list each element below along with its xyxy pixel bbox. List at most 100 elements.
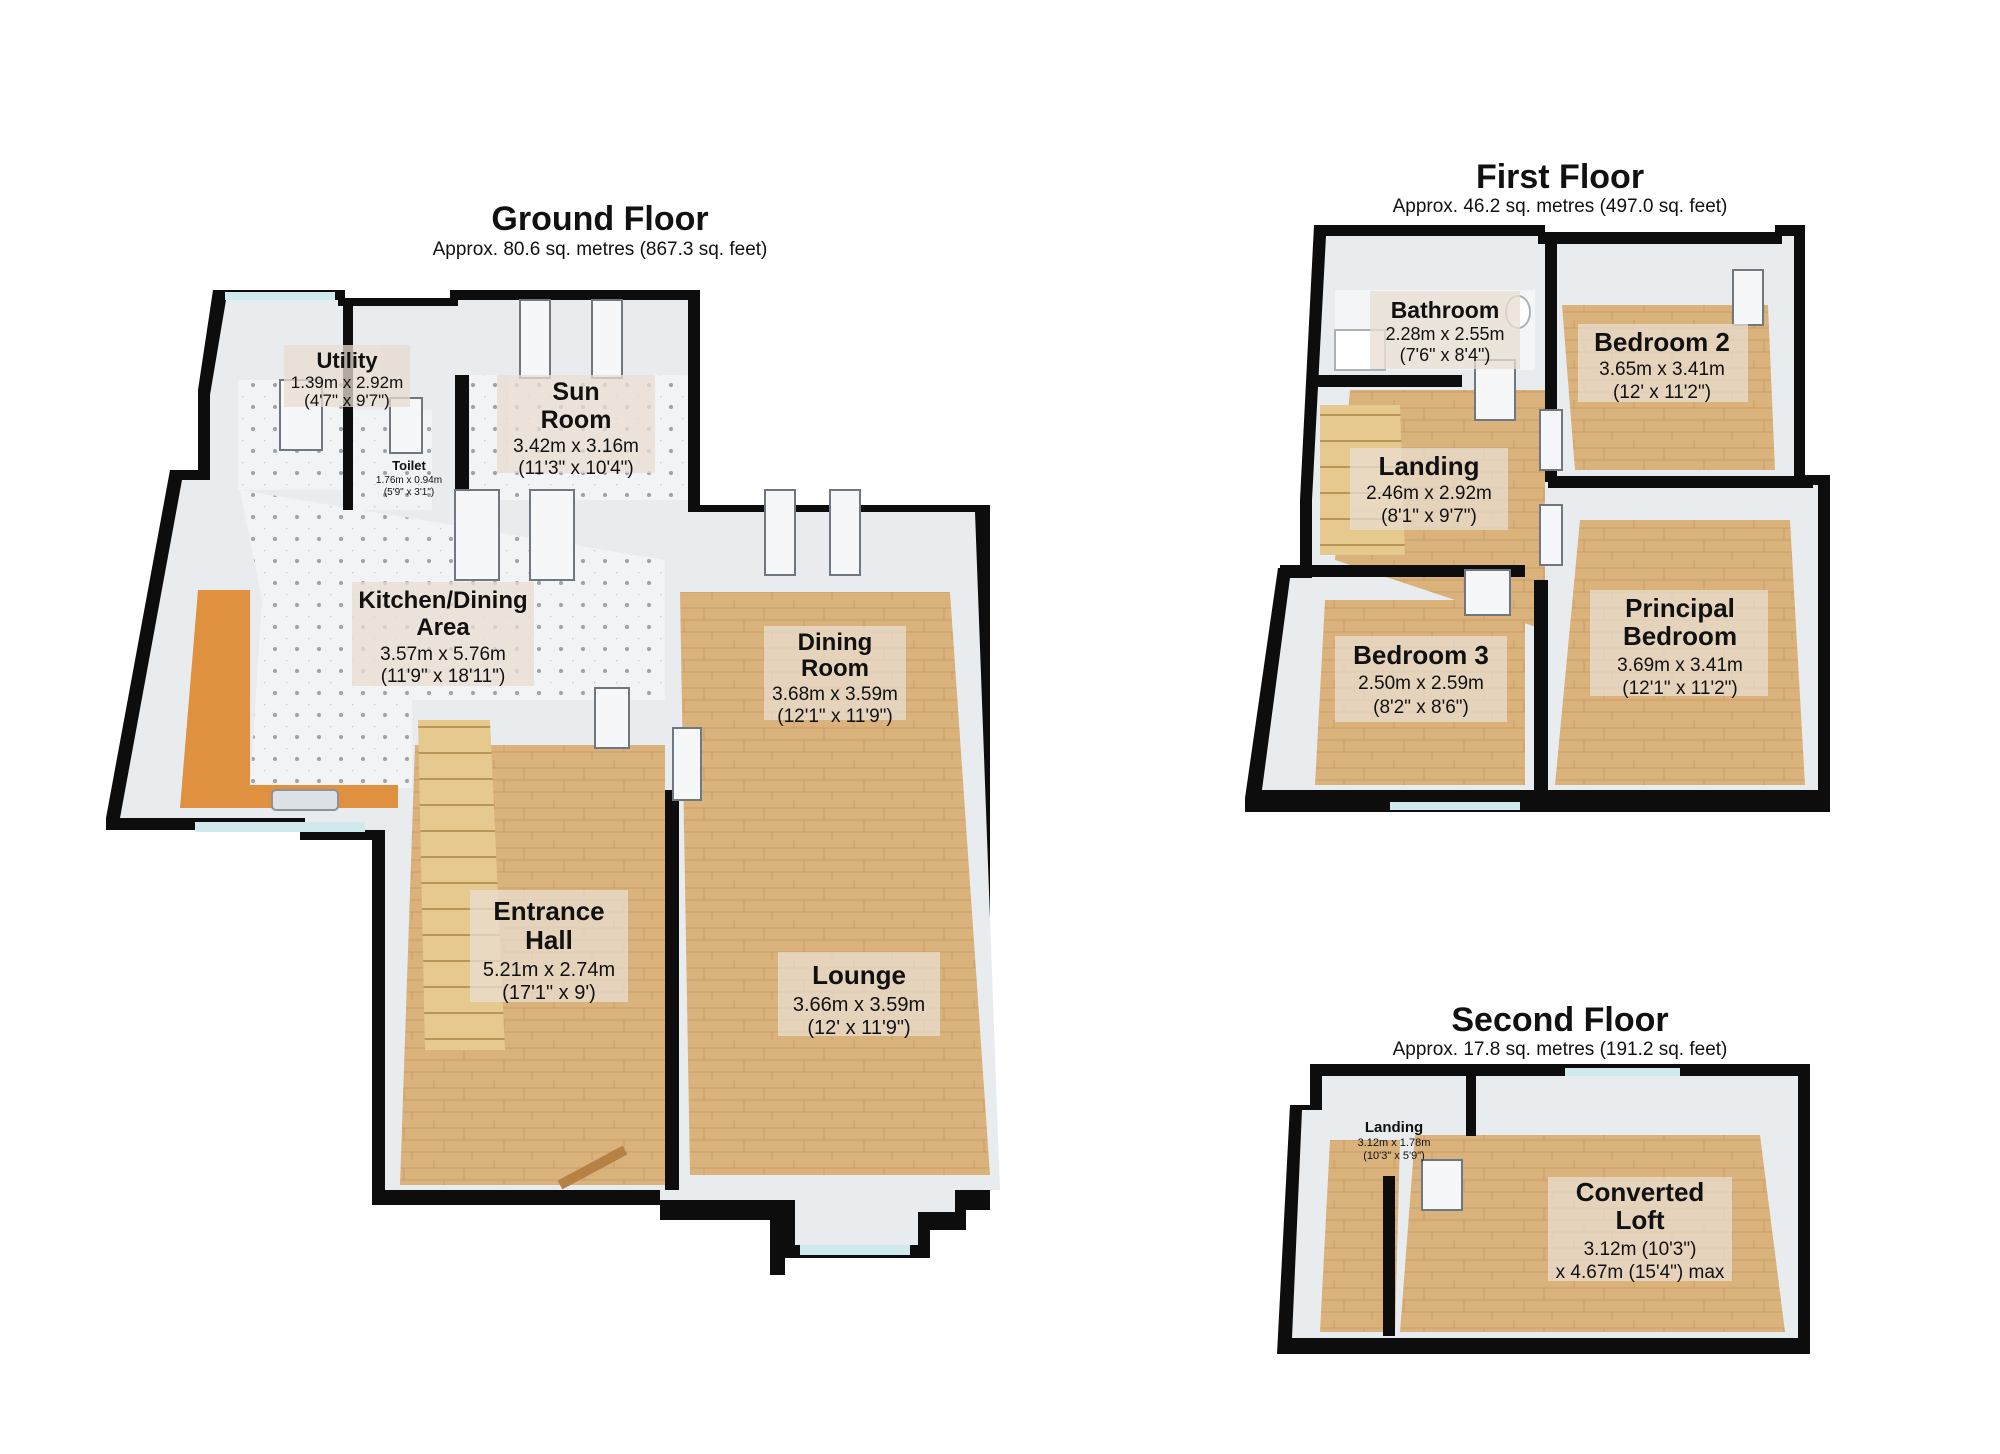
- room-dims-imperial: (7'6" x 8'4"): [1400, 345, 1491, 365]
- first-doors: [1464, 269, 1764, 616]
- room-name: Toilet: [392, 458, 426, 473]
- front-door: [557, 1145, 628, 1190]
- room-name: Landing: [1365, 1119, 1423, 1136]
- room-name: Utility: [316, 348, 378, 373]
- room-dims-metric: 2.46m x 2.92m: [1366, 483, 1492, 504]
- room-name-line-1: Principal: [1625, 593, 1735, 623]
- room-dims-line-1: 3.12m (10'3"): [1584, 1239, 1697, 1260]
- principal-bedroom-door: [1539, 504, 1563, 566]
- room-dims-imperial: (17'1" x 9'): [502, 982, 596, 1004]
- room-name: Bedroom 3: [1353, 640, 1489, 670]
- bedroom-2-door: [1539, 409, 1563, 471]
- kitchen-counter: [180, 590, 398, 808]
- room-toilet: Toilet 1.76m x 0.94m (5'9" x 3'1"): [376, 458, 442, 498]
- first-floor-title: First Floor: [1476, 158, 1644, 196]
- room-dining-room: Dining Room 3.68m x 3.59m (12'1" x 11'9"…: [772, 629, 898, 727]
- hall-dining-door: [672, 727, 702, 801]
- first-floor-window: [1390, 802, 1520, 810]
- room-dims-metric: 3.66m x 3.59m: [793, 994, 925, 1016]
- room-dims-imperial: (12'1" x 11'9"): [777, 706, 892, 727]
- room-name-line-2: Room: [541, 406, 612, 434]
- kitchen-window: [195, 822, 365, 832]
- second-floor-approx: Approx. 17.8 sq. metres (191.2 sq. feet): [1393, 1039, 1728, 1060]
- bedroom-3-door: [1464, 569, 1511, 616]
- room-dims-line-2: x 4.67m (15'4") max: [1556, 1262, 1725, 1283]
- room-dims-metric: 3.42m x 3.16m: [513, 436, 639, 457]
- room-bedroom-2: Bedroom 2 3.65m x 3.41m (12' x 11'2"): [1594, 327, 1730, 403]
- room-dims-imperial: (5'9" x 3'1"): [384, 487, 434, 498]
- room-bathroom: Bathroom 2.28m x 2.55m (7'6" x 8'4"): [1385, 297, 1504, 365]
- bathroom-landing-wall: [1312, 375, 1462, 387]
- room-second-landing: Landing 3.12m x 1.78m (10'3" x 5'9"): [1358, 1119, 1431, 1162]
- room-name-line-2: Area: [416, 614, 470, 641]
- room-sun-room: Sun Room 3.42m x 3.16m (11'3" x 10'4"): [513, 378, 639, 479]
- room-name: Landing: [1378, 451, 1479, 481]
- room-dims-metric: 5.21m x 2.74m: [483, 959, 615, 981]
- label-backgrounds: [284, 291, 1768, 1281]
- bathroom-door: [1474, 359, 1516, 421]
- room-dims-imperial: (11'9" x 18'11"): [381, 666, 506, 687]
- ground-floor-approx: Approx. 80.6 sq. metres (867.3 sq. feet): [433, 239, 768, 260]
- second-landing-floor: [1320, 1140, 1400, 1332]
- lounge-bay-window: [800, 1245, 910, 1255]
- sun-room-door-right: [591, 299, 623, 379]
- room-name-line-1: Kitchen/Dining: [358, 587, 527, 614]
- room-dims-metric: 3.69m x 3.41m: [1617, 655, 1743, 676]
- dining-door-right: [829, 489, 861, 576]
- room-dims-imperial: (8'2" x 8'6"): [1373, 697, 1469, 718]
- room-dims-imperial: (12' x 11'9"): [807, 1017, 910, 1039]
- first-floor-plan: [1245, 225, 1830, 812]
- room-lounge: Lounge 3.66m x 3.59m (12' x 11'9"): [793, 960, 925, 1039]
- bedroom2-principal-partition: [1548, 476, 1813, 488]
- room-converted-loft: Converted Loft 3.12m (10'3") x 4.67m (15…: [1556, 1177, 1725, 1283]
- room-dims-metric: 3.12m x 1.78m: [1358, 1137, 1431, 1149]
- loft-partition: [1383, 1176, 1395, 1336]
- room-bedroom-3: Bedroom 3 2.50m x 2.59m (8'2" x 8'6"): [1353, 640, 1489, 718]
- room-principal-bedroom: Principal Bedroom 3.69m x 3.41m (12'1" x…: [1617, 593, 1743, 699]
- bedroom-partition: [1534, 580, 1548, 800]
- utility-window: [225, 292, 335, 300]
- room-name: Lounge: [812, 960, 906, 990]
- dining-door-left: [764, 489, 796, 576]
- room-dims-metric: 1.39m x 2.92m: [291, 373, 403, 392]
- loft-window: [1565, 1068, 1680, 1076]
- room-dims-metric: 2.28m x 2.55m: [1385, 324, 1504, 344]
- room-dims-metric: 2.50m x 2.59m: [1358, 673, 1484, 694]
- sun-room-door-left: [519, 299, 551, 379]
- room-name-line-1: Entrance: [493, 896, 604, 926]
- room-dims-imperial: (12' x 11'2"): [1613, 382, 1711, 403]
- room-dims-metric: 3.65m x 3.41m: [1599, 359, 1725, 380]
- second-floor-title: Second Floor: [1451, 1001, 1668, 1039]
- room-dims-imperial: (8'1" x 9'7"): [1381, 506, 1477, 527]
- room-name: Bathroom: [1391, 297, 1500, 323]
- room-name-line-1: Converted: [1576, 1177, 1705, 1207]
- room-dims-metric: 3.68m x 3.59m: [772, 684, 898, 705]
- hall-kitchen-door: [594, 687, 630, 749]
- room-utility: Utility 1.39m x 2.92m (4'7" x 9'7"): [291, 348, 403, 410]
- wardrobe-door: [1732, 269, 1764, 326]
- loft-left-wall: [1466, 1076, 1476, 1136]
- toilet-door: [389, 397, 423, 454]
- room-dims-metric: 1.76m x 0.94m: [376, 475, 442, 486]
- room-kitchen-dining: Kitchen/Dining Area 3.57m x 5.76m (11'9"…: [358, 587, 527, 687]
- room-dims-imperial: (10'3" x 5'9"): [1363, 1150, 1425, 1162]
- room-name-line-2: Room: [801, 655, 869, 682]
- room-entrance-hall: Entrance Hall 5.21m x 2.74m (17'1" x 9'): [483, 896, 615, 1004]
- room-name-line-2: Hall: [525, 925, 573, 955]
- room-name-line-2: Bedroom: [1623, 621, 1737, 651]
- room-first-landing: Landing 2.46m x 2.92m (8'1" x 9'7"): [1366, 451, 1492, 527]
- bedroom3-top-wall: [1280, 565, 1525, 577]
- room-name: Bedroom 2: [1594, 327, 1730, 357]
- room-name-line-2: Loft: [1615, 1205, 1664, 1235]
- room-dims-imperial: (12'1" x 11'2"): [1622, 678, 1737, 699]
- kitchen-sink-icon: [271, 789, 339, 811]
- room-dims-imperial: (11'3" x 10'4"): [518, 458, 633, 479]
- kitchen-door-left: [454, 489, 500, 581]
- loft-door: [1421, 1159, 1463, 1211]
- kitchen-door-right: [529, 489, 575, 581]
- kitchen-sunroom-partition: [455, 375, 469, 490]
- hall-lounge-partition: [665, 790, 679, 1190]
- room-name-line-1: Sun: [552, 378, 599, 406]
- first-floor-approx: Approx. 46.2 sq. metres (497.0 sq. feet): [1393, 196, 1728, 217]
